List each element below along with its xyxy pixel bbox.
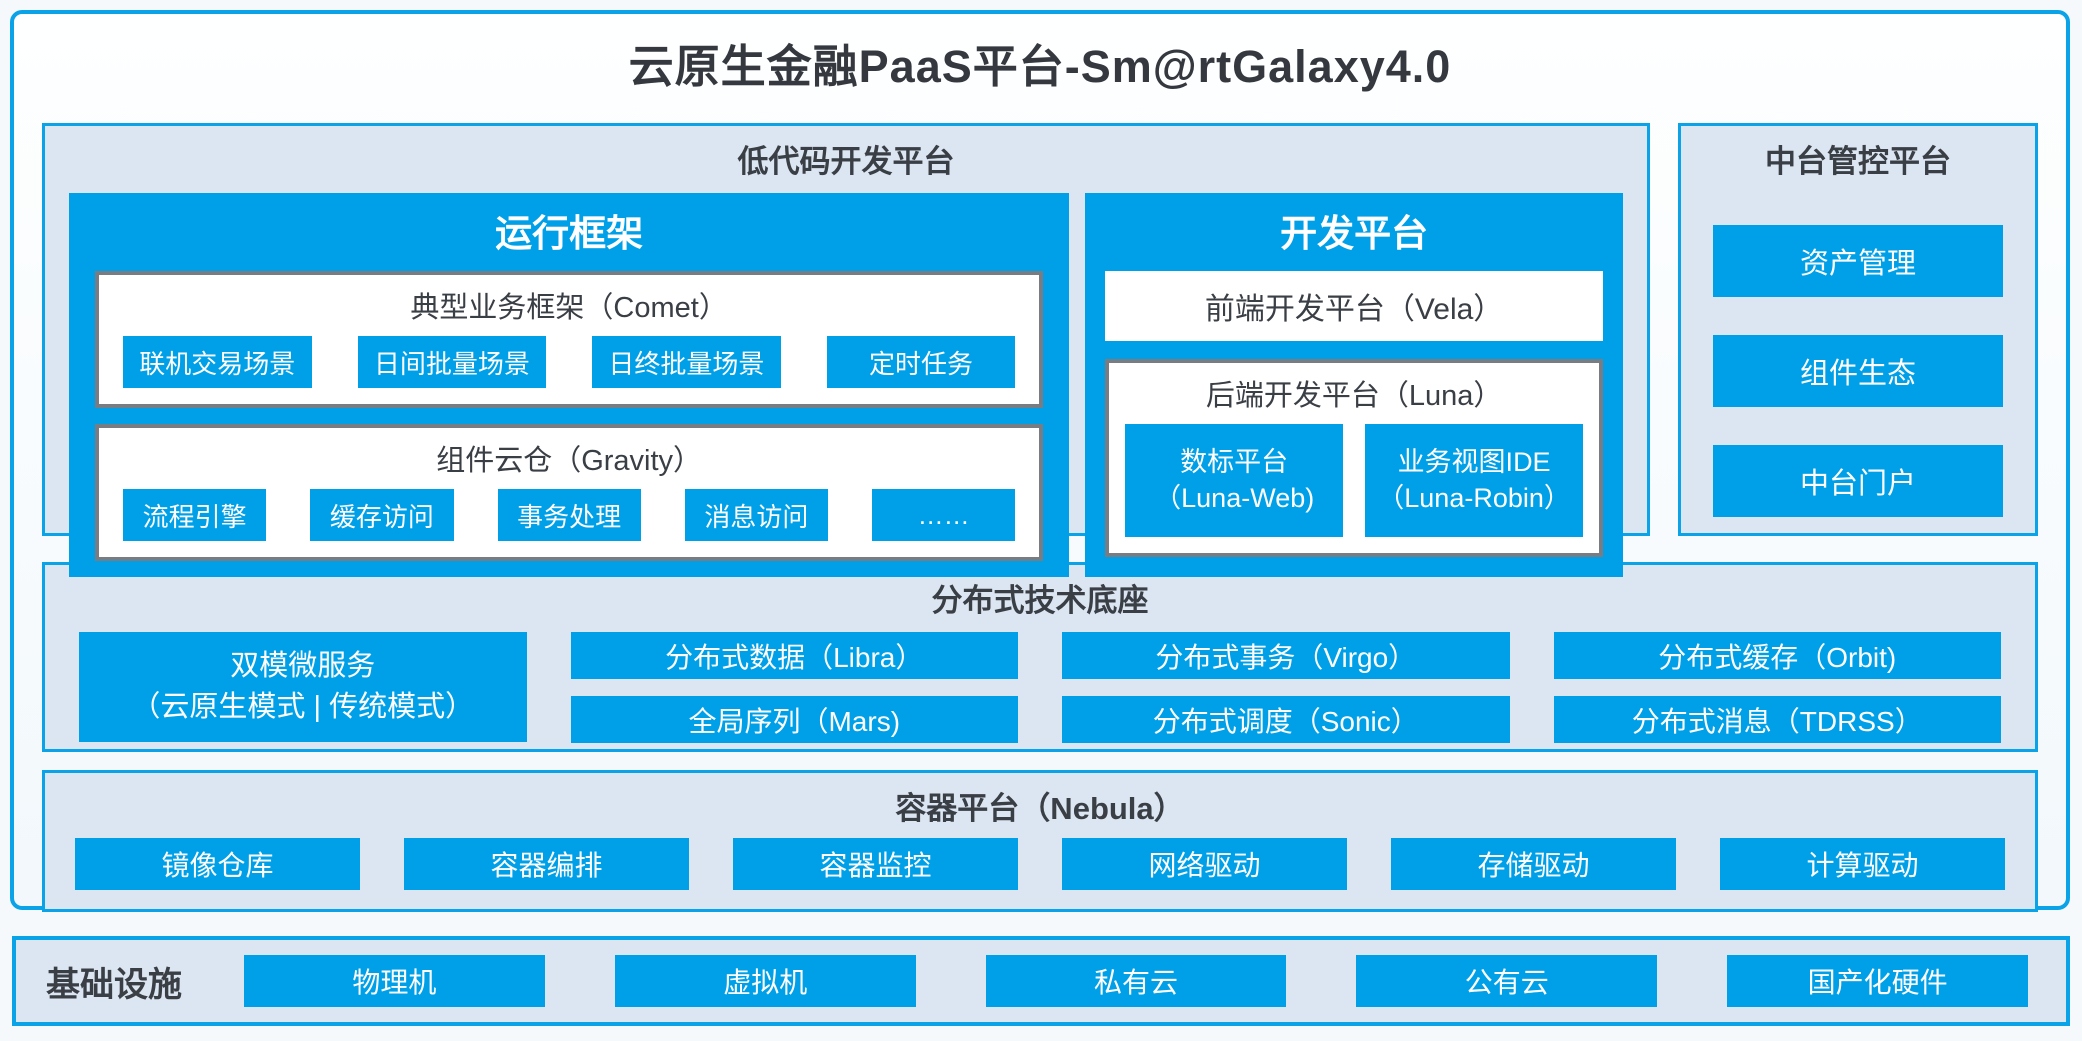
distributed-body: 双模微服务 （云原生模式 | 传统模式） 分布式数据（Libra） 全局序列（M… bbox=[45, 620, 2035, 743]
diagram-node-network-driver: 网络驱动 bbox=[1062, 838, 1347, 890]
diagram-node-storage-driver: 存储驱动 bbox=[1391, 838, 1676, 890]
diagram-node-virtual-machine: 虚拟机 bbox=[614, 955, 916, 1007]
luna-robin-label-line2: （Luna-Robin） bbox=[1377, 482, 1571, 513]
distributed-section-title: 分布式技术底座 bbox=[931, 583, 1149, 618]
infrastructure-items-row: 物理机 虚拟机 私有云 公有云 国产化硬件 bbox=[244, 955, 2028, 1007]
diagram-node-distributed-cache-orbit: 分布式缓存（Orbit) bbox=[1553, 632, 2001, 679]
gravity-warehouse-title: 组件云仓（Gravity） bbox=[436, 445, 703, 477]
runtime-framework-title: 运行框架 bbox=[495, 213, 644, 254]
diagram-node-cache-access: 缓存访问 bbox=[310, 489, 454, 541]
diagram-node-eod-batch: 日终批量场景 bbox=[592, 336, 781, 388]
diagram-node-process-engine: 流程引擎 bbox=[123, 489, 267, 541]
top-row: 低代码开发平台 运行框架 典型业务框架（Comet） 联机交易场景 日间批量场景… bbox=[42, 123, 2038, 577]
luna-backend-box: 后端开发平台（Luna） 数标平台 （Luna-Web) 业务视图IDE （Lu… bbox=[1105, 359, 1603, 557]
main-container: 云原生金融PaaS平台-Sm@rtGalaxy4.0 低代码开发平台 运行框架 … bbox=[10, 10, 2070, 912]
comet-items-row: 联机交易场景 日间批量场景 日终批量场景 定时任务 bbox=[99, 336, 1039, 404]
section-midplatform-control: 中台管控平台 资产管理 组件生态 中台门户 bbox=[1678, 123, 2038, 536]
container-items-row: 镜像仓库 容器编排 容器监控 网络驱动 存储驱动 计算驱动 bbox=[45, 828, 2035, 890]
luna-web-label-line2: （Luna-Web) bbox=[1154, 482, 1315, 513]
diagram-node-ellipsis: …… bbox=[872, 489, 1016, 541]
runtime-framework-group: 运行框架 典型业务框架（Comet） 联机交易场景 日间批量场景 日终批量场景 … bbox=[69, 193, 1070, 577]
diagram-node-distributed-transaction-virgo: 分布式事务（Virgo） bbox=[1062, 632, 1510, 679]
lowcode-section-title: 低代码开发平台 bbox=[737, 144, 955, 179]
diagram-node-domestic-hardware: 国产化硬件 bbox=[1727, 955, 2028, 1007]
lowcode-body: 运行框架 典型业务框架（Comet） 联机交易场景 日间批量场景 日终批量场景 … bbox=[45, 181, 1647, 585]
diagram-node-distributed-message-tdrss: 分布式消息（TDRSS） bbox=[1553, 696, 2001, 743]
container-section-title: 容器平台（Nebula） bbox=[895, 791, 1185, 826]
gravity-warehouse-box: 组件云仓（Gravity） 流程引擎 缓存访问 事务处理 消息访问 …… bbox=[95, 424, 1044, 561]
diagram-node-transaction-processing: 事务处理 bbox=[497, 489, 641, 541]
diagram-node-global-sequence-mars: 全局序列（Mars) bbox=[570, 696, 1018, 743]
diagram-node-dual-mode-microservice: 双模微服务 （云原生模式 | 传统模式） bbox=[79, 632, 527, 742]
midplatform-section-title: 中台管控平台 bbox=[1765, 144, 1951, 179]
distributed-column-1: 分布式数据（Libra） 全局序列（Mars) bbox=[570, 632, 1018, 743]
comet-framework-title: 典型业务框架（Comet） bbox=[410, 292, 728, 324]
diagram-node-online-trading: 联机交易场景 bbox=[123, 336, 312, 388]
vela-frontend-title: 前端开发平台（Vela） bbox=[1204, 293, 1504, 326]
dual-mode-label-line2: （云原生模式 | 传统模式） bbox=[131, 691, 475, 723]
luna-backend-title: 后端开发平台（Luna） bbox=[1205, 380, 1503, 412]
luna-items-row: 数标平台 （Luna-Web) 业务视图IDE （Luna-Robin） bbox=[1109, 424, 1599, 553]
diagram-node-midplatform-portal: 中台门户 bbox=[1713, 445, 2003, 517]
infrastructure-section-title: 基础设施 bbox=[46, 965, 182, 1004]
diagram-node-luna-robin: 业务视图IDE （Luna-Robin） bbox=[1365, 424, 1584, 537]
page-title: 云原生金融PaaS平台-Sm@rtGalaxy4.0 bbox=[628, 41, 1452, 92]
distributed-column-2: 分布式事务（Virgo） 分布式调度（Sonic） bbox=[1062, 632, 1510, 743]
diagram-node-component-ecosystem: 组件生态 bbox=[1713, 335, 2003, 407]
diagram-node-luna-web: 数标平台 （Luna-Web) bbox=[1125, 424, 1344, 537]
diagram-node-asset-management: 资产管理 bbox=[1713, 225, 2003, 297]
dev-platform-title: 开发平台 bbox=[1280, 213, 1429, 254]
diagram-node-container-monitoring: 容器监控 bbox=[733, 838, 1018, 890]
diagram-node-scheduled-task: 定时任务 bbox=[826, 336, 1016, 388]
dev-platform-group: 开发平台 前端开发平台（Vela） 后端开发平台（Luna） 数标平台 （Lun… bbox=[1085, 193, 1623, 577]
diagram-node-compute-driver: 计算驱动 bbox=[1720, 838, 2005, 890]
diagram-node-physical-machine: 物理机 bbox=[244, 955, 545, 1007]
diagram-node-image-registry: 镜像仓库 bbox=[75, 838, 360, 890]
gravity-items-row: 流程引擎 缓存访问 事务处理 消息访问 …… bbox=[99, 489, 1039, 557]
midplatform-items: 资产管理 组件生态 中台门户 bbox=[1713, 225, 2003, 517]
luna-web-label-line1: 数标平台 bbox=[1180, 447, 1289, 478]
diagram-node-distributed-scheduling-sonic: 分布式调度（Sonic） bbox=[1062, 696, 1510, 743]
section-distributed-base: 分布式技术底座 双模微服务 （云原生模式 | 传统模式） 分布式数据（Libra… bbox=[42, 562, 2038, 752]
diagram-node-container-orchestration: 容器编排 bbox=[404, 838, 689, 890]
diagram-node-message-access: 消息访问 bbox=[684, 489, 828, 541]
vela-frontend-box: 前端开发平台（Vela） bbox=[1105, 271, 1603, 341]
comet-framework-box: 典型业务框架（Comet） 联机交易场景 日间批量场景 日终批量场景 定时任务 bbox=[95, 271, 1044, 408]
diagram-node-daytime-batch: 日间批量场景 bbox=[357, 336, 547, 388]
section-container-platform: 容器平台（Nebula） 镜像仓库 容器编排 容器监控 网络驱动 存储驱动 计算… bbox=[42, 770, 2038, 912]
diagram-node-private-cloud: 私有云 bbox=[985, 955, 1287, 1007]
distributed-column-3: 分布式缓存（Orbit) 分布式消息（TDRSS） bbox=[1553, 632, 2001, 743]
diagram-node-public-cloud: 公有云 bbox=[1356, 955, 1658, 1007]
section-infrastructure: 基础设施 物理机 虚拟机 私有云 公有云 国产化硬件 bbox=[12, 936, 2070, 1026]
luna-robin-label-line1: 业务视图IDE bbox=[1397, 447, 1551, 478]
dual-mode-label-line1: 双模微服务 bbox=[230, 650, 376, 683]
section-lowcode-platform: 低代码开发平台 运行框架 典型业务框架（Comet） 联机交易场景 日间批量场景… bbox=[42, 123, 1650, 577]
diagram-node-distributed-data-libra: 分布式数据（Libra） bbox=[570, 632, 1018, 679]
